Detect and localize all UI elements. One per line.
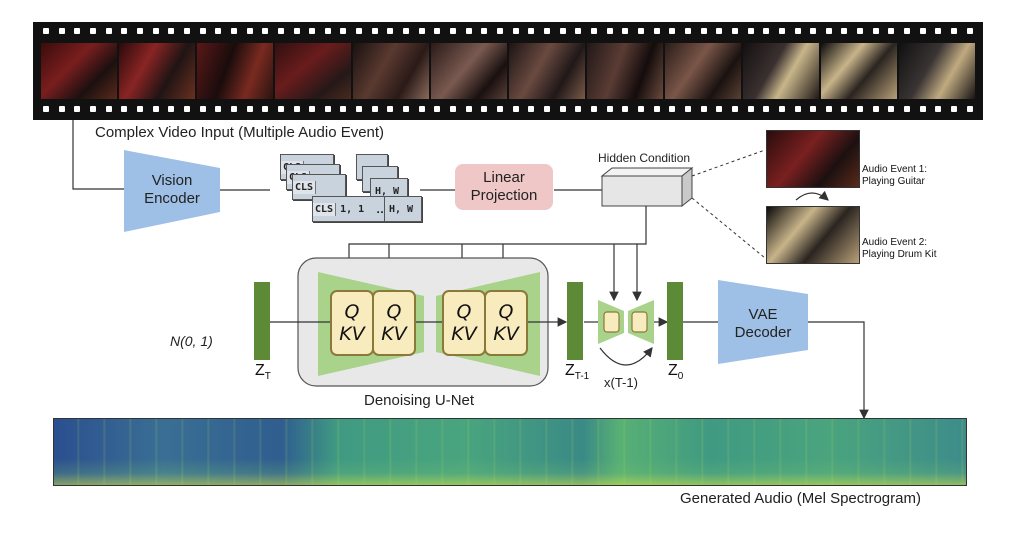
film-to-encoder-line: [72, 120, 124, 190]
visual-token-stack: CLS CLS CLS H, W CLS 1, 1 … H, W: [272, 152, 422, 232]
video-frame: [665, 43, 741, 99]
latent-z0-sub: 0: [677, 371, 684, 383]
hidden-condition-label: Hidden Condition: [598, 151, 691, 165]
hidden-condition-top: [600, 167, 694, 177]
token-hw: H, W: [375, 185, 400, 197]
audio-event-2-label: Audio Event 2: Playing Drum Kit: [862, 237, 936, 261]
video-frame: [275, 43, 351, 99]
vae-decoder-label: VAE Decoder: [718, 306, 808, 342]
vision-encoder-label-line1: Vision: [151, 172, 193, 189]
video-frame: [509, 43, 585, 99]
audio-event-1-label: Audio Event 1: Playing Guitar: [862, 164, 927, 188]
video-frame: [899, 43, 975, 99]
latent-z0-main: Z: [668, 362, 678, 379]
unet-label: Denoising U-Net: [364, 392, 475, 409]
video-frame: [587, 43, 663, 99]
latent-zt-label: ZT: [255, 362, 271, 382]
token-cls: CLS: [293, 180, 317, 194]
linear-projection-box: Linear Projection: [455, 164, 553, 210]
vae-decoder-label-line2: Decoder: [734, 324, 792, 341]
token-hw: H, W: [389, 203, 414, 215]
token-front: H, W: [384, 196, 422, 222]
audio-event-2-thumbnail: [766, 206, 860, 264]
audio-event-2-line1: Audio Event 2:: [862, 237, 928, 248]
latent-zt1-main: Z: [565, 362, 575, 379]
vision-encoder-shape: [124, 150, 220, 232]
vision-encoder-label-line2: Encoder: [144, 190, 200, 207]
linear-projection-label-line1: Linear: [483, 169, 525, 186]
video-frame: [821, 43, 897, 99]
condition-to-event1-dashed: [691, 149, 766, 177]
latent-zt1-label: ZT-1: [565, 362, 589, 382]
kv-label: KV: [493, 323, 519, 345]
q-label: Q: [386, 301, 402, 323]
vae-decoder-label-line1: VAE: [748, 306, 778, 323]
token-1-1: 1, 1: [340, 203, 365, 215]
iteration-loop-arrow: [599, 347, 653, 366]
token-back: CLS: [292, 174, 346, 200]
audio-event-1-line1: Audio Event 1:: [862, 164, 928, 175]
q-label: Q: [344, 301, 360, 323]
latent-zt-sub: T: [264, 371, 271, 383]
mini-unet-block-2: [631, 311, 648, 333]
token-front: CLS 1, 1: [312, 196, 394, 222]
vae-to-spectrogram-line: [808, 321, 869, 420]
hidden-condition-front: [601, 175, 683, 207]
video-frame: [353, 43, 429, 99]
q-label: Q: [456, 301, 472, 323]
latent-z0-bar: [667, 282, 683, 360]
kv-label: KV: [339, 323, 365, 345]
mini-unet-block-1: [603, 311, 620, 333]
latent-zt1-bar: [567, 282, 583, 360]
video-frame: [41, 43, 117, 99]
latent-zt-bar: [254, 282, 270, 360]
output-label: Generated Audio (Mel Spectrogram): [680, 490, 921, 507]
video-frame: [119, 43, 195, 99]
q-label: Q: [498, 301, 514, 323]
video-frame: [197, 43, 273, 99]
mel-spectrogram: [53, 418, 967, 486]
token-cls: CLS: [313, 202, 337, 216]
linear-projection-label-line2: Projection: [470, 187, 538, 204]
kv-label: KV: [381, 323, 407, 345]
video-frame: [431, 43, 507, 99]
latent-zt1-sub: T-1: [574, 371, 590, 383]
condition-to-event2-dashed: [691, 197, 766, 259]
video-input-label: Complex Video Input (Multiple Audio Even…: [95, 124, 385, 141]
film-perforations-top: [43, 28, 973, 36]
video-frame: [743, 43, 819, 99]
audio-event-1-line2: Playing Guitar: [862, 176, 925, 187]
film-perforations-bottom: [43, 106, 973, 114]
latent-z0-label: Z0: [668, 362, 683, 382]
vision-encoder-label: Vision Encoder: [124, 172, 220, 208]
noise-label: N(0, 1): [170, 333, 213, 349]
audio-event-1-thumbnail: [766, 130, 860, 188]
kv-label: KV: [451, 323, 477, 345]
latent-zt-main: Z: [255, 362, 265, 379]
video-frames: [41, 43, 975, 99]
event-transition-arrow: [795, 190, 829, 201]
video-film-strip: [33, 22, 983, 120]
loop-label: x(T-1): [604, 375, 638, 390]
vae-decoder-shape: [718, 280, 808, 364]
audio-event-2-line2: Playing Drum Kit: [862, 249, 937, 260]
